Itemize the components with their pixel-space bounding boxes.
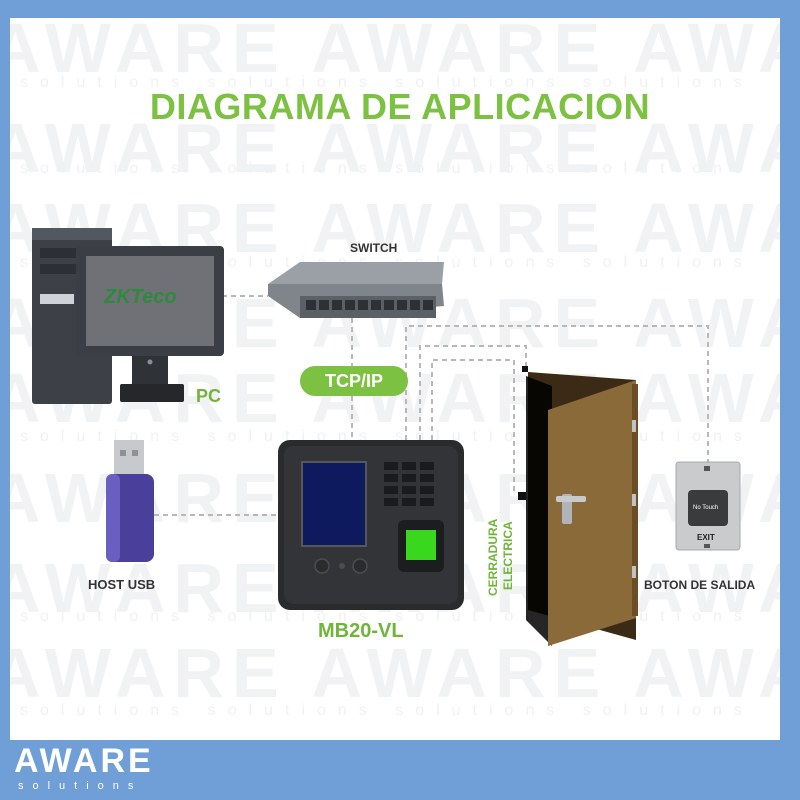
exit-button-device-icon xyxy=(675,461,741,551)
watermark-tagline: solutions solutions solutions solutions xyxy=(20,160,754,177)
usb-stick-icon xyxy=(106,440,154,562)
exit-button-label: BOTON DE SALIDA xyxy=(644,578,756,592)
aware-tagline: solutions xyxy=(18,780,143,792)
watermark-tagline: solutions solutions solutions solutions xyxy=(20,74,754,91)
device-model-label: MB20-VL xyxy=(318,620,404,642)
host-usb-label: HOST USB xyxy=(88,577,156,592)
device-lock-line-1 xyxy=(419,345,527,440)
lock-label-line-1: CERRADURA xyxy=(486,518,500,596)
watermark-row: AWARE AWARE AWARE AWARE xyxy=(10,109,780,187)
exit-text: EXIT xyxy=(697,533,715,542)
network-switch-icon xyxy=(268,262,444,318)
lock-label-line-2: ELECTRICA xyxy=(501,521,515,590)
zkteco-screen-logo: ZKTeco xyxy=(104,286,177,308)
switch-label: SWITCH xyxy=(350,241,398,255)
tcp-ip-badge: TCP/IP xyxy=(300,366,408,396)
watermark-tagline: solutions solutions solutions solutions xyxy=(20,702,754,719)
watermark-row: AWARE AWARE AWARE AWARE xyxy=(10,18,780,87)
device-lock-line-2 xyxy=(431,359,515,494)
pc-monitor-icon xyxy=(76,246,224,402)
mb20-device-icon xyxy=(278,440,464,610)
door-icon xyxy=(518,366,638,646)
diagram-title: DIAGRAMA DE APLICACION xyxy=(149,86,651,127)
footer-bar xyxy=(0,740,800,800)
aware-logo: AWARE xyxy=(14,742,154,780)
no-touch-text: No Touch xyxy=(693,505,719,511)
watermark-row: AWARE AWARE AWARE AWARE xyxy=(10,634,780,712)
pc-label: PC xyxy=(196,386,222,406)
